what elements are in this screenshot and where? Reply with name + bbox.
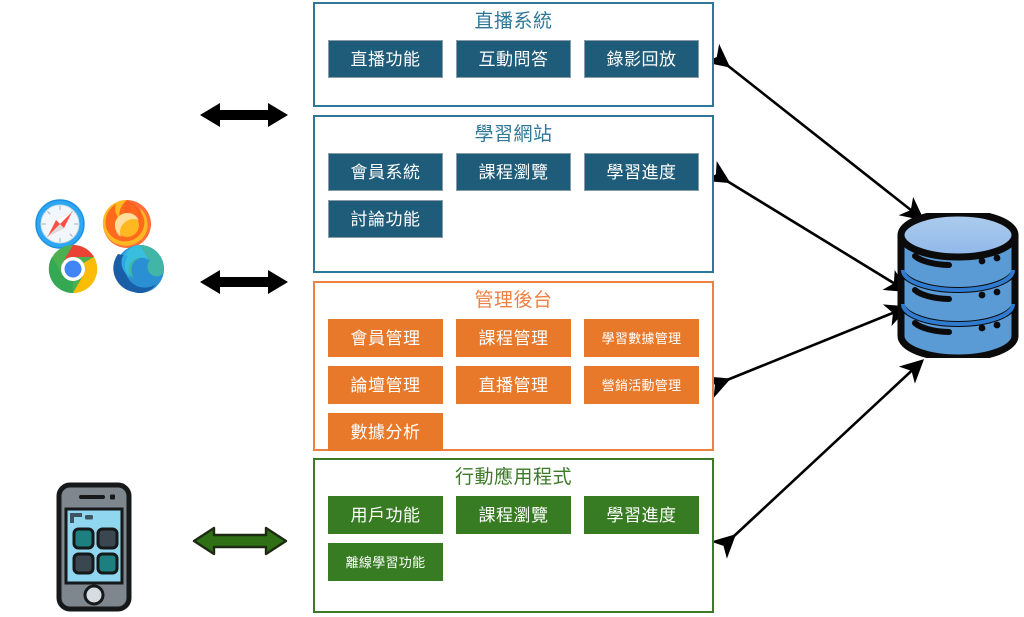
chrome-icon — [48, 244, 98, 294]
panel-item[interactable]: 課程瀏覽 — [456, 153, 571, 191]
mobile-device-client — [55, 482, 133, 612]
arrow-learning-website-to-database — [704, 160, 909, 293]
panel-item[interactable]: 學習進度 — [584, 496, 699, 534]
panel-mobile-app[interactable]: 行動應用程式 用戶功能 課程瀏覽 學習進度 離線學習功能 — [313, 458, 714, 613]
edge-icon — [113, 245, 164, 294]
panel-item[interactable]: 直播功能 — [328, 40, 443, 78]
arrow-admin-backend-to-database — [704, 304, 909, 399]
smartphone-icon — [56, 482, 132, 612]
panel-title: 管理後台 — [474, 290, 553, 311]
panel-item[interactable]: 課程瀏覽 — [456, 496, 571, 534]
panel-item[interactable]: 直播管理 — [456, 366, 571, 404]
arrow-live-streaming-to-database — [704, 43, 925, 221]
panel-title: 學習網站 — [474, 124, 553, 145]
panel-item-list: 用戶功能 課程瀏覽 學習進度 離線學習功能 — [328, 496, 699, 581]
panel-item[interactable]: 課程管理 — [456, 319, 571, 357]
panel-item[interactable]: 學習進度 — [584, 153, 699, 191]
database-storage — [893, 209, 1023, 362]
panel-learning-website[interactable]: 學習網站 會員系統 課程瀏覽 學習進度 討論功能 — [313, 115, 714, 273]
panel-item[interactable]: 學習數據管理 — [584, 319, 699, 357]
panel-item[interactable]: 會員管理 — [328, 319, 443, 357]
panel-admin-backend[interactable]: 管理後台 會員管理 課程管理 學習數據管理 論壇管理 直播管理 營銷活動管理 數… — [313, 281, 714, 451]
panel-item[interactable]: 錄影回放 — [584, 40, 699, 78]
browser-client-group — [28, 196, 168, 296]
panel-item[interactable]: 營銷活動管理 — [584, 366, 699, 404]
panel-item[interactable]: 會員系統 — [328, 153, 443, 191]
arrow-mobile-app-to-database — [710, 359, 925, 559]
arrow-mobile-to-mobile-app — [192, 523, 288, 557]
panel-item[interactable]: 數據分析 — [328, 413, 443, 451]
panel-item-list: 直播功能 互動問答 錄影回放 — [328, 40, 699, 78]
database-icon — [897, 209, 1019, 362]
panel-item[interactable]: 離線學習功能 — [328, 543, 443, 581]
panel-live-streaming[interactable]: 直播系統 直播功能 互動問答 錄影回放 — [313, 2, 714, 107]
firefox-icon — [102, 200, 151, 248]
panel-title: 行動應用程式 — [454, 467, 572, 488]
panel-item-list: 會員管理 課程管理 學習數據管理 論壇管理 直播管理 營銷活動管理 數據分析 — [328, 319, 699, 451]
panel-item[interactable]: 用戶功能 — [328, 496, 443, 534]
panel-item[interactable]: 論壇管理 — [328, 366, 443, 404]
panel-item[interactable]: 互動問答 — [456, 40, 571, 78]
panel-item-list: 會員系統 課程瀏覽 學習進度 討論功能 — [328, 153, 699, 238]
panel-title: 直播系統 — [474, 11, 553, 32]
arrow-browsers-to-live-streaming — [200, 98, 288, 132]
arrow-browsers-to-admin-backend — [200, 265, 288, 299]
panel-item[interactable]: 討論功能 — [328, 200, 443, 238]
safari-icon — [35, 199, 85, 249]
